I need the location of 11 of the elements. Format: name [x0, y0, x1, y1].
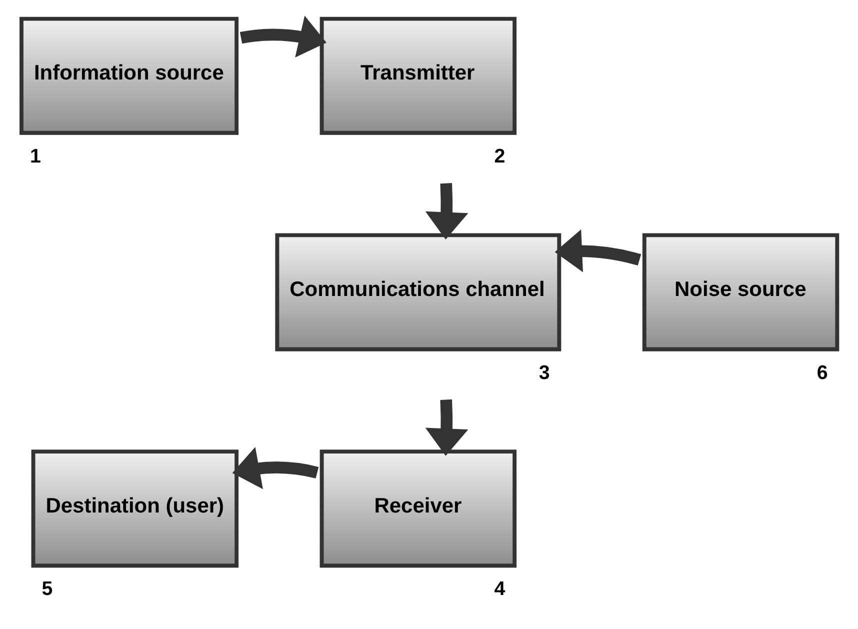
arrow — [554, 229, 642, 272]
arrow — [425, 183, 468, 240]
arrow — [240, 16, 326, 58]
node-label: 6 — [816, 362, 828, 384]
node-label: 4 — [494, 578, 506, 600]
node-label: 1 — [30, 145, 41, 168]
arrow — [425, 399, 468, 456]
node-label: 5 — [42, 578, 53, 600]
node-label: 2 — [494, 145, 506, 168]
node-label: 3 — [538, 362, 550, 384]
arrow — [232, 447, 319, 490]
